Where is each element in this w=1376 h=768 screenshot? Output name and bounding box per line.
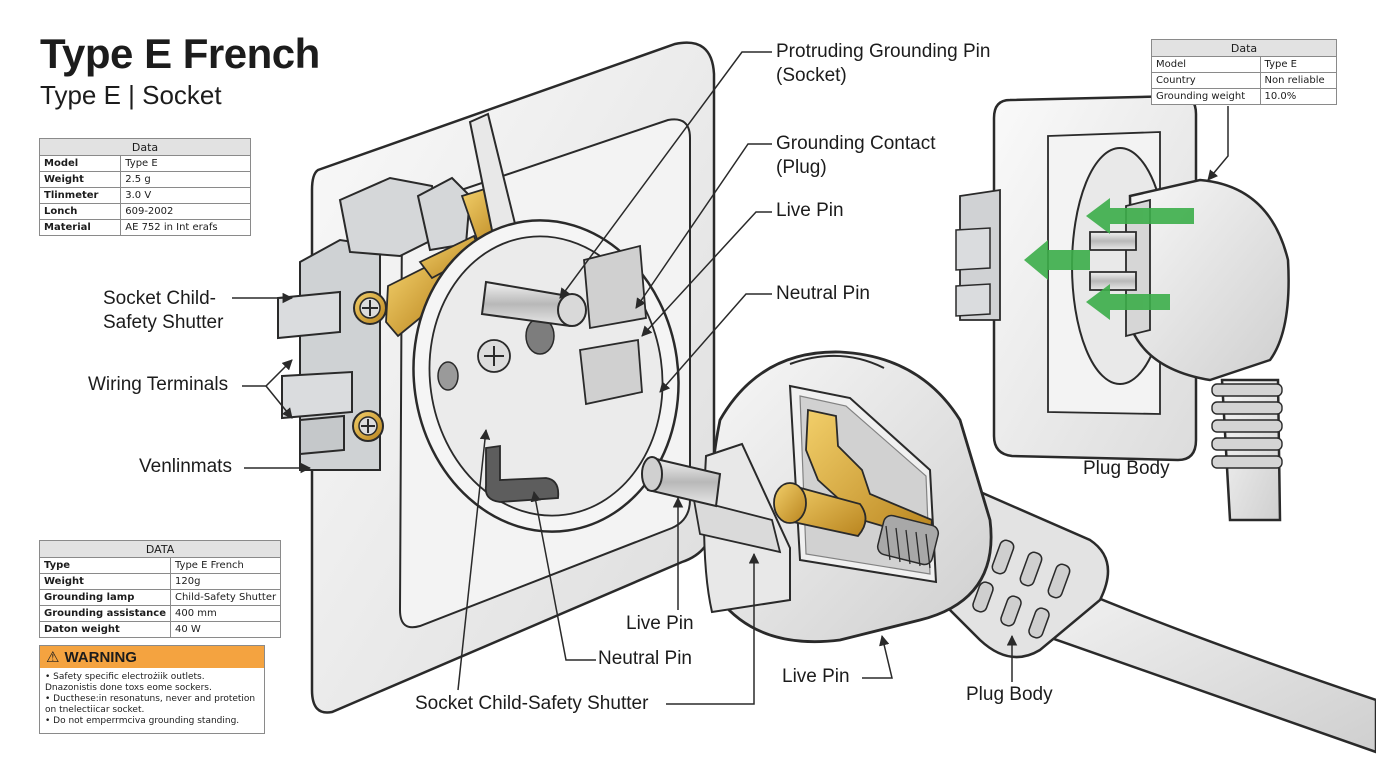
label-venlinmats: Venlinmats bbox=[139, 456, 232, 477]
warning-line: • Ducthese:in resonatuns, never and prot… bbox=[45, 694, 256, 704]
warning-box: ⚠ WARNING • Safety specific electrоżiik … bbox=[39, 645, 265, 734]
warning-line: • Safety specific electrоżiik outlets. bbox=[45, 672, 205, 682]
label-neutral-pin-bottom: Neutral Pin bbox=[598, 648, 692, 669]
socket-grounding-pin bbox=[480, 280, 587, 328]
label-socket-shutter-left: Socket Child- Safety Shutter bbox=[103, 288, 224, 333]
label-live-pin-mid: Live Pin bbox=[626, 613, 694, 634]
label-neutral-pin-right: Neutral Pin bbox=[776, 283, 870, 304]
warning-line: Dnazonistis done toxs eome sockers. bbox=[45, 683, 212, 693]
warning-triangle-icon: ⚠ bbox=[46, 649, 60, 666]
table-header: Data bbox=[1151, 39, 1337, 57]
table-header: Data bbox=[39, 138, 251, 156]
leader-lines bbox=[232, 51, 1229, 705]
terminal-screw-top bbox=[353, 291, 387, 325]
label-plug-body-right: Plug Body bbox=[1083, 458, 1170, 479]
label-protruding-grounding-pin: Protruding Grounding Pin (Socket) bbox=[776, 41, 991, 86]
page-title: Type E French bbox=[40, 30, 320, 77]
insertion-arrows bbox=[1024, 198, 1194, 320]
warning-title: WARNING bbox=[64, 648, 137, 666]
label-socket-shutter-bottom: Socket Child-Safety Shutter bbox=[415, 693, 649, 714]
label-live-pin-bottom: Live Pin bbox=[782, 666, 850, 687]
label-wiring-terminals: Wiring Terminals bbox=[88, 374, 229, 395]
warning-list: • Safety specific electrоżiik outlets. D… bbox=[40, 672, 264, 727]
warning-header: ⚠ WARNING bbox=[40, 646, 264, 668]
page-subtitle: Type E | Socket bbox=[40, 80, 222, 110]
plug-cutaway bbox=[641, 350, 1376, 754]
label-plug-body-bottom: Plug Body bbox=[966, 684, 1053, 705]
plug-inserted-view bbox=[955, 94, 1290, 522]
terminal-screw-bottom bbox=[352, 410, 384, 442]
warning-line: • Do not emperrmciva grounding standing. bbox=[45, 716, 240, 726]
warning-line: on tnelectiicar socket. bbox=[45, 705, 145, 715]
label-grounding-contact: Grounding Contact (Plug) bbox=[776, 133, 936, 178]
table-header: DATA bbox=[38, 540, 282, 558]
label-live-pin-top: Live Pin bbox=[776, 200, 844, 221]
